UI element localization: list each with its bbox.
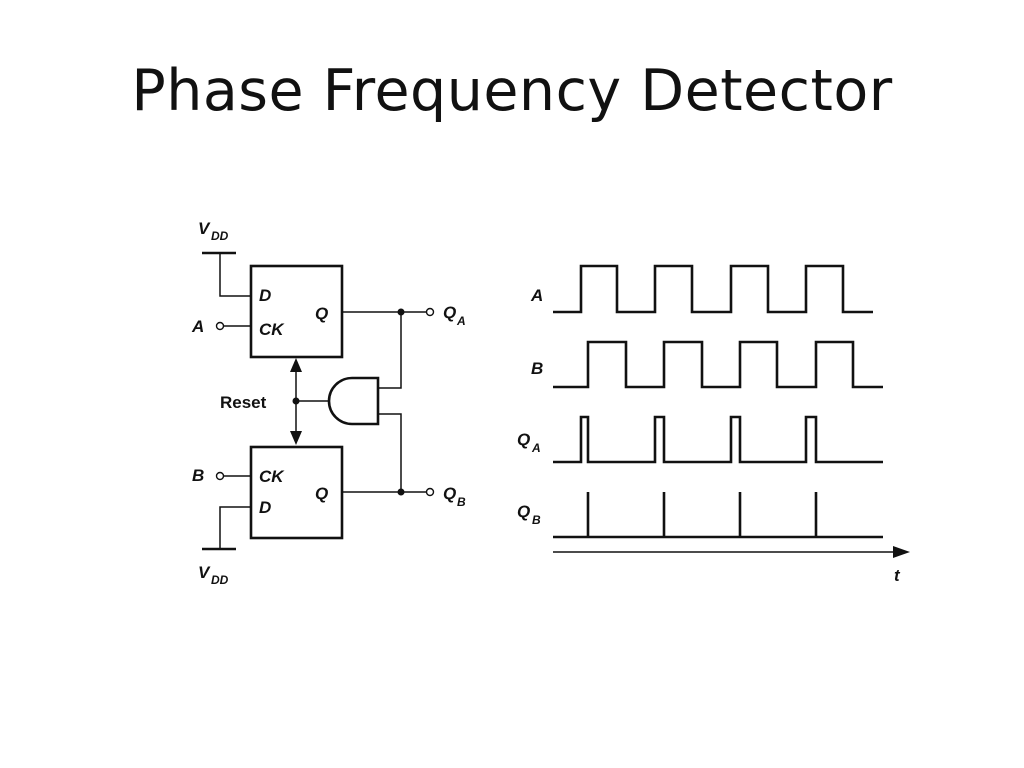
input-b: B — [192, 466, 251, 485]
and-gate — [296, 312, 402, 492]
and-input-qa-wire — [378, 312, 402, 389]
timing-label-a: A — [530, 286, 543, 305]
reset-line: Reset — [220, 358, 302, 445]
qa-label: Q — [443, 303, 456, 322]
input-b-terminal — [215, 471, 225, 481]
time-axis-arrow — [893, 546, 910, 558]
qb-label: Q — [443, 484, 456, 503]
vdd-top-label: V — [198, 219, 211, 238]
reset-junction — [292, 397, 300, 405]
flip-flop-bottom: CK D Q — [249, 445, 344, 540]
input-a-terminal — [215, 321, 225, 331]
waveform-qa — [553, 415, 883, 464]
reset-label: Reset — [220, 393, 267, 412]
reset-arrow-down — [290, 431, 302, 445]
qa-sub: A — [456, 314, 466, 328]
waveform-b — [553, 340, 883, 389]
ff-top-ck-label: CK — [259, 320, 285, 339]
input-a-label: A — [191, 317, 204, 336]
timing-label-b: B — [531, 359, 543, 378]
and-input-qb-wire — [378, 413, 402, 492]
input-b-label: B — [192, 466, 204, 485]
waveform-qb — [553, 492, 883, 539]
flip-flop-top: D CK Q — [249, 264, 344, 359]
qa-terminal — [425, 307, 435, 317]
slide-title: Phase Frequency Detector — [131, 58, 893, 124]
flip-flop-top-box — [249, 264, 344, 359]
ff-top-q-label: Q — [315, 304, 328, 323]
qb-sub: B — [457, 495, 466, 509]
reset-arrow-up — [290, 358, 302, 372]
vdd-top-wire — [219, 253, 251, 297]
timing-label-qa-sub: A — [531, 441, 541, 455]
input-a: A — [191, 317, 251, 336]
output-qb: Q B — [342, 484, 466, 509]
vdd-top-sub: DD — [211, 229, 229, 243]
output-qa: Q A — [342, 303, 466, 328]
ff-bottom-q-label: Q — [315, 484, 328, 503]
pfd-schematic: V DD D CK Q A Q A — [191, 219, 466, 587]
and-gate-body — [327, 376, 380, 426]
flip-flop-bottom-box — [249, 445, 344, 540]
qb-junction — [397, 488, 405, 496]
vdd-bottom-sub: DD — [211, 573, 229, 587]
timing-diagram: A B Q A Q B t — [517, 264, 910, 585]
waveform-a — [553, 264, 873, 314]
timing-label-qb: Q — [517, 502, 530, 521]
vdd-supply-bottom: V DD — [198, 506, 251, 587]
vdd-bottom-label: V — [198, 563, 211, 582]
vdd-bottom-wire — [219, 506, 251, 548]
ff-bottom-d-label: D — [259, 498, 271, 517]
ff-top-d-label: D — [259, 286, 271, 305]
timing-label-qa: Q — [517, 430, 530, 449]
time-axis-label: t — [894, 566, 901, 585]
timing-label-qb-sub: B — [532, 513, 541, 527]
qb-terminal — [425, 487, 435, 497]
vdd-supply-top: V DD — [198, 219, 251, 297]
ff-bottom-ck-label: CK — [259, 467, 285, 486]
